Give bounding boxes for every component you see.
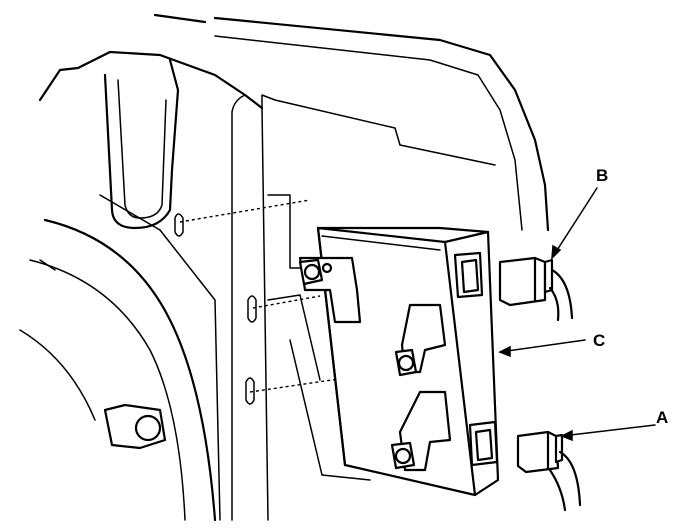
leader-a (560, 424, 656, 442)
callout-label-a: A (656, 408, 668, 427)
bolt-tabs (298, 256, 452, 472)
connector-a (516, 430, 582, 512)
mounting-holes (174, 213, 257, 405)
body-panel (38, 13, 550, 521)
wheel-arch (19, 218, 217, 522)
callout-label-b: B (596, 166, 608, 185)
leader-c (498, 339, 586, 358)
connector-b (498, 256, 574, 322)
bolt-upper (298, 258, 333, 286)
bolt-middle (394, 348, 418, 377)
bolt-lower (390, 441, 416, 470)
leader-b (551, 187, 598, 260)
mounting-bracket (267, 194, 371, 481)
callout-label-c: C (593, 331, 605, 350)
body-pillar (103, 58, 180, 230)
